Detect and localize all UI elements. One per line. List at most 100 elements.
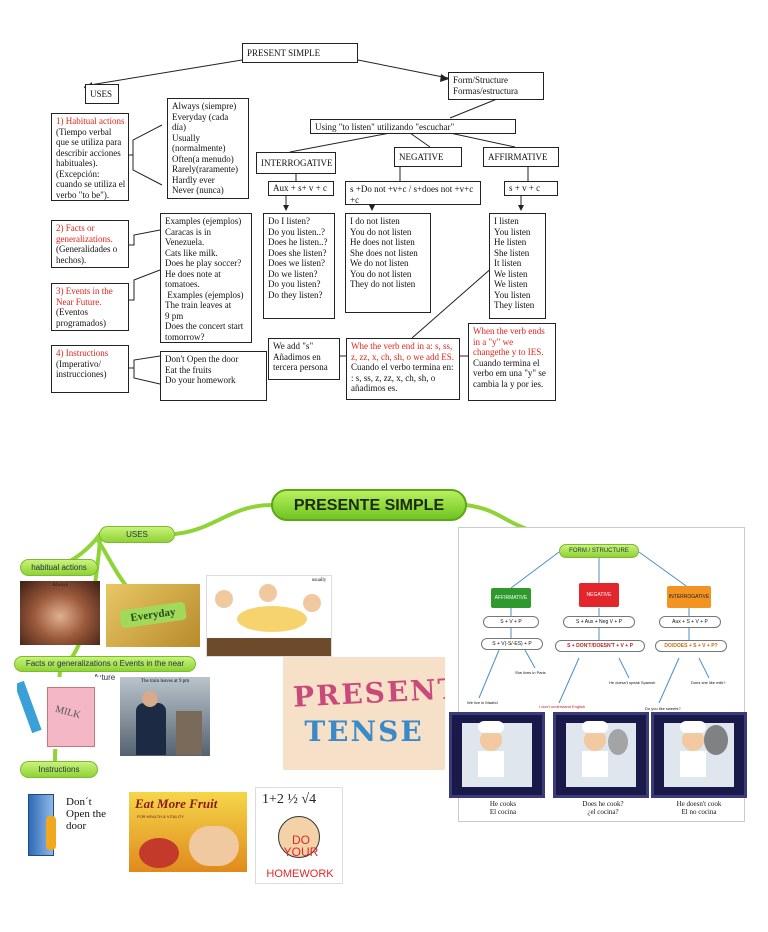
example-line: He does note at: [165, 268, 221, 279]
habitual-pill-label: habitual actions: [31, 563, 87, 572]
form-structure-panel: FORM / STRUCTURE AFFIRMATIVE NEGATIVE IN…: [449, 527, 747, 822]
form-structure-box: Form/Structure Formas/estructura: [448, 72, 544, 100]
chef-caption: El no cocina: [681, 808, 717, 816]
es-rule-line: z, zz, x, ch, sh, o we add ES.: [351, 351, 454, 362]
ies-rule-line: changethe y to IES.: [473, 347, 544, 357]
fs-formula: Aux + S + V + P: [672, 619, 708, 625]
question-line: Do we listen?: [268, 268, 318, 279]
instructions-pill-label: Instructions: [38, 765, 80, 774]
present-word: PRESENT: [292, 671, 445, 714]
instructions-title: 4) Instructions: [56, 348, 109, 358]
question-line: Does we listen?: [268, 258, 325, 268]
interrogative-formula-node: Aux + S + V + P: [659, 616, 721, 628]
using-listen-label: Using "to listen" utilizando "escuchar": [315, 122, 455, 132]
example-line: Examples (ejemplos): [165, 289, 244, 300]
uses-box: USES: [85, 84, 119, 104]
affirmative-box: AFFIRMATIVE: [483, 147, 559, 167]
always-image: Always: [20, 581, 100, 645]
habitual-line: (Tiempo verbal: [56, 126, 112, 137]
facts-title: 2) Facts or: [56, 223, 95, 233]
adverb-item: Everyday (cada: [172, 111, 229, 122]
ies-rule-line: verbo em una "y" se: [473, 368, 546, 378]
chef-frame-negative: [651, 712, 747, 798]
adverb-item: Often(a menudo): [172, 153, 234, 164]
fs-connectors: [478, 551, 710, 704]
instructions-box: 4) Instructions (Imperativo/ instruccion…: [51, 345, 129, 393]
negative-flag-label: NEGATIVE: [586, 592, 612, 598]
homework-line: YOUR: [283, 845, 319, 859]
es-rule-line: : s, ss, z, zz, x, ch, sh, o: [351, 372, 436, 383]
example-line: Venezuela.: [165, 237, 205, 247]
interrogative-flag-label: INTERROGATIVE: [668, 594, 710, 600]
example-line: Cats like milk.: [165, 247, 218, 258]
negative-formula: s +Do not +v+c / s+does not +v+c: [350, 184, 474, 194]
affirmatives-box: I listen You listen He listen She listen…: [489, 213, 546, 319]
chef-frame-affirmative: [449, 712, 545, 798]
affirmative-formula: s + v + c: [509, 183, 541, 193]
facts-line: hechos).: [56, 254, 87, 265]
ies-rule-box: When the verb ends in a "y" we changethe…: [468, 323, 556, 401]
negative-line: You do not listen: [350, 226, 412, 237]
instructions-line: instrucciones): [56, 369, 107, 379]
fs-formula: S + V + P: [500, 619, 522, 625]
negative-line: We do not listen: [350, 258, 409, 268]
example-line: Caracas is in: [165, 226, 211, 237]
interrogative-box: INTERROGATIVE: [256, 152, 336, 174]
negative-formula-cont: +c: [350, 194, 360, 205]
eat-more-fruit-image: Eat More Fruit FOR HEALTH & VITALITY: [129, 792, 247, 872]
affirmative-line: I listen: [494, 216, 519, 226]
instructions-line: (Imperativo/: [56, 358, 101, 369]
habitual-line: que se utiliza para: [56, 137, 122, 147]
affirmative-line: We listen: [494, 279, 528, 289]
adverb-item: Always (siempre): [172, 101, 237, 111]
interrogative-formula2-node: DO/DOES + S + V + P?: [655, 640, 727, 652]
fs-example: I don't understand English: [539, 704, 586, 709]
events-title: Near Future.: [56, 296, 102, 307]
events-line: (Eventos: [56, 307, 88, 317]
habitual-line: verbo "to be").: [56, 189, 110, 200]
question-line: Do you listen..?: [268, 226, 325, 237]
interrogative-formula-box: Aux + s+ v + c: [268, 181, 334, 196]
add-s-line: Añadimos en: [273, 351, 321, 362]
ies-rule-line: Cuando termina el: [473, 357, 540, 368]
instructions-examples-box: Don't Open the door Eat the fruits Do yo…: [160, 351, 267, 401]
affirmative-line: It listen: [494, 258, 522, 268]
facts-pill-label: Facts or generalizations o Events in the…: [25, 659, 185, 682]
habitual-pill: habitual actions: [20, 559, 98, 576]
fs-formula2: DO/DOES + S + V + P?: [664, 643, 718, 649]
interrogative-label: INTERROGATIVE: [261, 158, 333, 168]
negative-label: NEGATIVE: [399, 152, 444, 162]
habitual-line: cuando se utiliza el: [56, 179, 126, 189]
affirmative-line: She listen: [494, 247, 530, 258]
example-line: Does the concert start: [165, 321, 244, 331]
form-label-es: Formas/estructura: [453, 85, 518, 96]
example-line: Examples (ejemplos): [165, 216, 242, 226]
affirmative-line: He listen: [494, 237, 527, 247]
chef-caption: ¿el cocina?: [587, 808, 619, 816]
es-rule-line: añadimos es.: [351, 383, 398, 393]
train-police-image: The train leaves at 9 pm: [120, 677, 210, 756]
fs-example: He doesn't speak Spanish: [609, 680, 656, 685]
uses-pill-label: USES: [126, 530, 148, 539]
present-tense-image: PRESENT TENSE: [283, 657, 445, 770]
chef-frame-question: [553, 712, 649, 798]
presente-simple-title: PRESENTE SIMPLE: [271, 489, 467, 521]
train-caption: The train leaves at 9 pm: [140, 679, 190, 684]
habitual-line: (Excepción:: [56, 168, 100, 179]
uses-label: USES: [90, 89, 113, 99]
example-line: tomorrow?: [165, 331, 205, 342]
instruction-example: Eat the fruits: [165, 364, 212, 375]
usually-image: usually: [206, 575, 332, 657]
homework-line: HOMEWORK: [266, 868, 334, 880]
add-s-line: We add "s": [273, 341, 314, 351]
affirmative-formula-box: s + v + c: [504, 181, 558, 196]
question-line: Do I listen?: [268, 216, 310, 226]
fs-title-pill: FORM / STRUCTURE: [559, 544, 639, 558]
affirmative-line: They listen: [494, 300, 535, 310]
milk-image: MILK: [17, 677, 101, 749]
fs-formula: S + Aux + Neg V + P: [575, 619, 622, 625]
ies-rule-line: in a "y" we: [473, 336, 514, 347]
affirmative-line: We listen: [494, 268, 528, 279]
instructions-pill: Instructions: [20, 761, 98, 778]
negative-line: You do not listen: [350, 268, 412, 279]
